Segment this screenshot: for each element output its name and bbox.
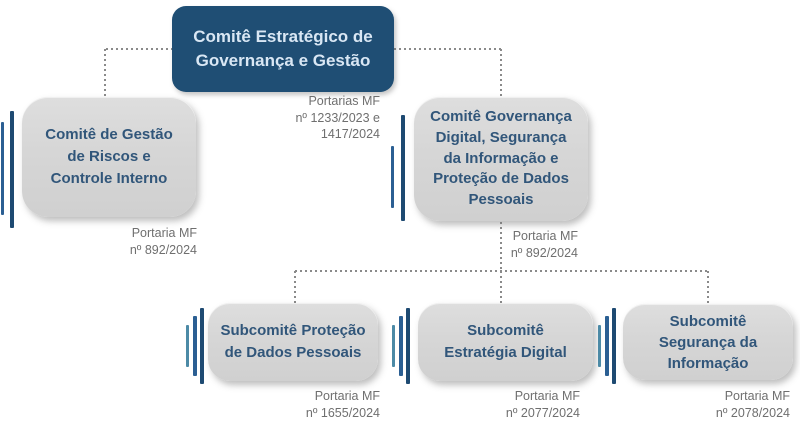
sub-digital-note: Portaria MF nº 2077/2024 [505, 389, 580, 420]
connector-drop-sub-seguranca [707, 271, 709, 304]
accent-bar [605, 316, 609, 376]
riscos-committee-box: Comitê de Gestão de Riscos e Controle In… [22, 97, 196, 217]
sub-seguranca-note: Portaria MF nº 2078/2024 [715, 389, 790, 420]
accent-bar [598, 325, 601, 367]
sub-digital-box: Subcomitê Estratégia Digital [418, 303, 593, 381]
riscos-committee-note: Portaria MF nº 892/2024 [129, 226, 197, 257]
connector-subcommittees-horizontal [295, 270, 709, 272]
accent-bar [406, 308, 410, 384]
accent-bar [401, 115, 405, 221]
connector-root-to-governanca-vertical [500, 49, 502, 97]
accent-bar [200, 308, 204, 384]
connector-governanca-down-vertical [500, 222, 502, 270]
accent-bar [10, 111, 14, 228]
root-committee-note: Portarias MF nº 1233/2023 e 1417/2024 [295, 94, 380, 141]
accent-bar [612, 308, 616, 384]
root-committee-box: Comitê Estratégico de Governança e Gestã… [172, 6, 394, 92]
sub-seguranca-box: Subcomitê Segurança da Informação [623, 304, 793, 380]
connector-drop-sub-dados [294, 271, 296, 303]
connector-drop-sub-digital [500, 271, 502, 303]
accent-bar [193, 316, 197, 376]
sub-dados-box: Subcomitê Proteção de Dados Pessoais [208, 303, 378, 381]
accent-bar [392, 325, 395, 367]
sub-dados-note: Portaria MF nº 1655/2024 [305, 389, 380, 420]
governanca-committee-box: Comitê Governança Digital, Segurança da … [414, 97, 588, 221]
accent-bar [1, 122, 4, 215]
connector-root-to-riscos-vertical [104, 49, 106, 97]
governanca-committee-note: Portaria MF nº 892/2024 [510, 229, 578, 260]
connector-root-to-riscos-horizontal [106, 48, 172, 50]
accent-bar [186, 325, 189, 367]
accent-bar [399, 316, 403, 376]
connector-root-to-governanca-horizontal [394, 48, 501, 50]
accent-bar [391, 146, 394, 208]
